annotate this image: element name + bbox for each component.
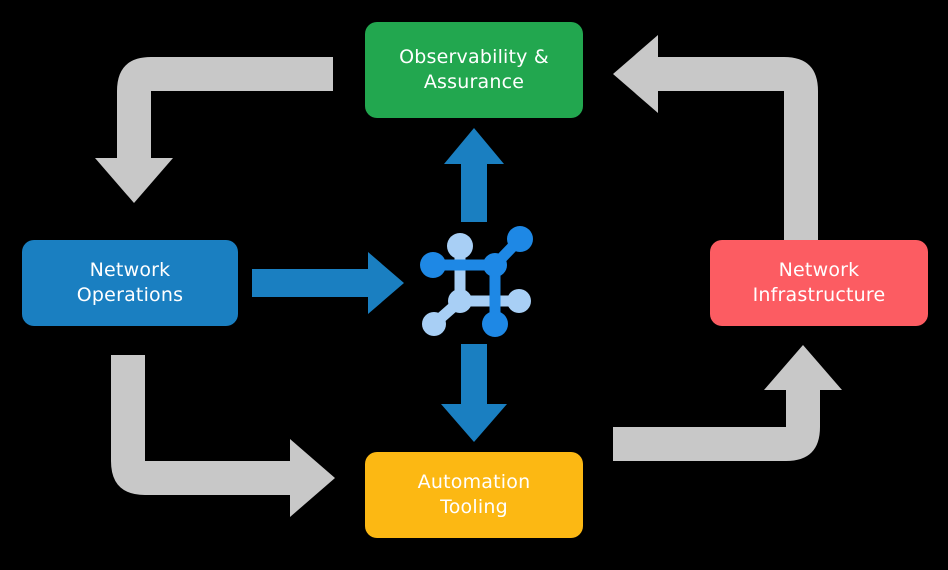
- blue-arrow-center-to-observability: [444, 128, 504, 222]
- node-box-network-operations[interactable]: Network Operations: [22, 240, 238, 326]
- network-icon-secondary-nodes: [422, 233, 531, 336]
- blue-arrow-network-operations-to-center: [252, 252, 404, 314]
- gray-arrow-automation-tooling-to-network-infrastructure: [613, 345, 842, 461]
- gray-arrow-network-operations-to-automation-tooling: [111, 355, 335, 517]
- node-box-network-infrastructure[interactable]: Network Infrastructure: [710, 240, 928, 326]
- blue-arrow-center-to-automation-tooling: [441, 344, 507, 442]
- network-topology-icon: [420, 226, 533, 337]
- network-icon-primary-nodes: [420, 226, 533, 337]
- gray-arrow-observability-to-network-operations: [95, 57, 333, 203]
- gray-arrow-network-infrastructure-to-observability: [613, 35, 818, 245]
- node-box-observability-and-assurance[interactable]: Observability & Assurance: [365, 22, 583, 118]
- node-box-automation-tooling[interactable]: Automation Tooling: [365, 452, 583, 538]
